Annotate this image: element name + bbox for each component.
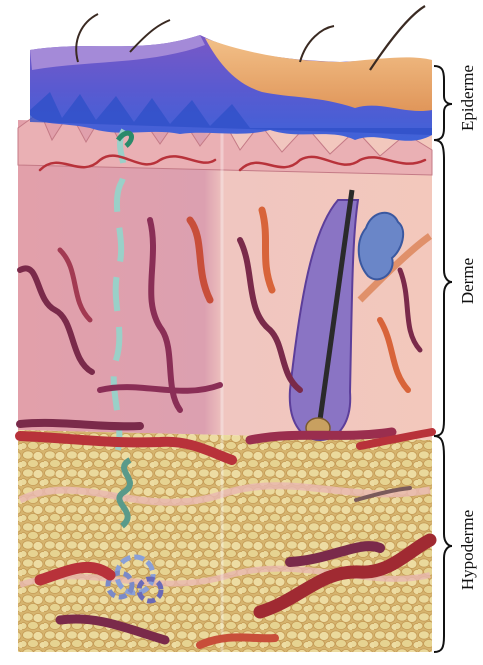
epidermis-bracket — [434, 66, 452, 140]
hypodermis-label: Hypoderme — [458, 488, 478, 612]
dermis-bracket — [434, 140, 452, 436]
dermis-label: Derme — [458, 246, 478, 316]
epidermis-label: Epiderme — [458, 54, 478, 142]
hypodermis-bracket — [434, 436, 452, 652]
layer-brackets — [434, 66, 452, 652]
hair-strand — [300, 26, 334, 62]
